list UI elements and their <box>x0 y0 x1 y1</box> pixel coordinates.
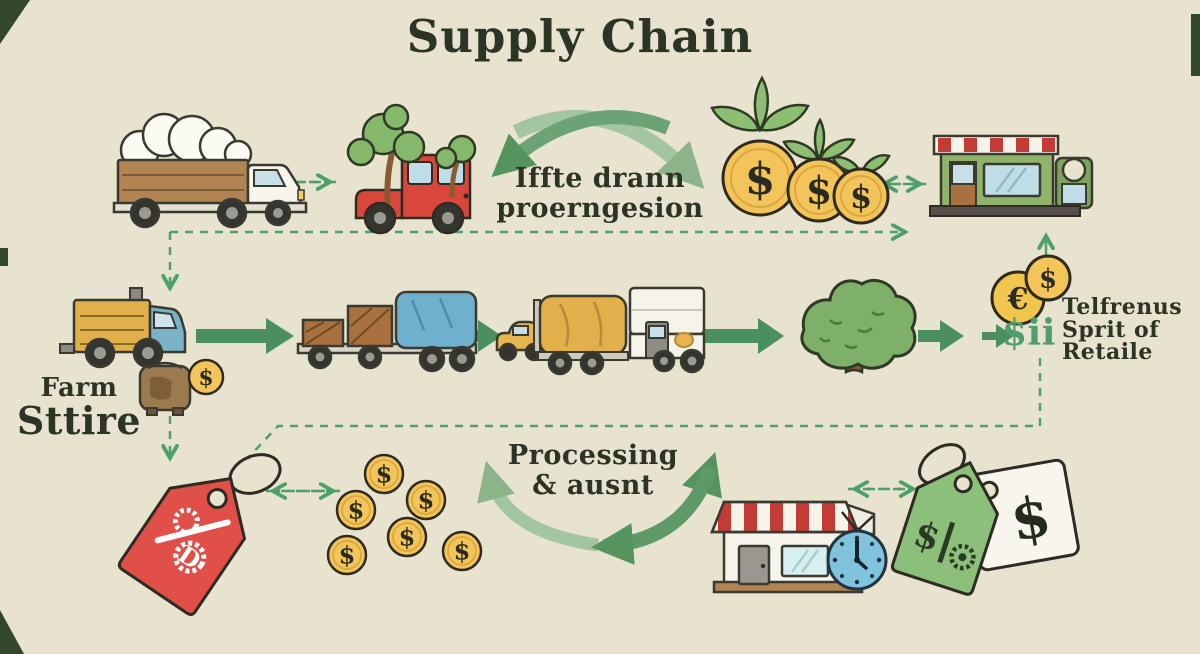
money-plant-coins: $ $ $ <box>710 75 891 225</box>
white-price-tag: $ <box>964 458 1080 572</box>
bottom-cycle-label: Processing & ausnt <box>478 441 708 501</box>
cycle-arrow-up-left <box>477 460 599 552</box>
tag-hole <box>206 487 228 509</box>
cab-window <box>253 169 287 187</box>
bottom-cycle-arrows <box>477 452 722 565</box>
dollar-coin <box>1024 254 1072 302</box>
top-cycle-line2: proerngesion <box>496 193 704 224</box>
svg-text:$: $ <box>339 541 356 570</box>
bottom-cycle-line2: & ausnt <box>532 470 654 501</box>
shop-clock-illustration <box>710 500 888 594</box>
flow-arrow-1 <box>196 318 294 354</box>
cabin-window <box>407 161 433 185</box>
page-title: Supply Chain <box>406 10 754 63</box>
svg-text:$: $ <box>348 496 365 525</box>
gear-icon <box>173 540 207 574</box>
cotton-truck-illustration <box>112 112 308 229</box>
top-cycle-line1: Iffte drann <box>514 163 686 194</box>
crate-truck-illustration <box>296 290 478 373</box>
retail-store-illustration <box>929 134 1094 217</box>
svg-text:$: $ <box>376 460 393 489</box>
store-base <box>929 205 1081 217</box>
dollar-sign: $ <box>1039 264 1057 294</box>
scattered-coins: $ $ $ $ $ $ <box>326 453 483 576</box>
tree-crown <box>800 279 917 370</box>
retail-label: Telfrenus Sprit of Retaile <box>1062 296 1200 364</box>
dollar-sign: $ <box>198 365 213 391</box>
dollar-sign: $ <box>850 178 872 216</box>
retail-line1: Telfrenus <box>1062 294 1183 320</box>
shop-window <box>780 544 830 578</box>
svg-text:$: $ <box>418 486 435 515</box>
euro-sign: € <box>1007 282 1029 317</box>
svg-text:$: $ <box>454 537 471 566</box>
grain-sack-illustration: $ <box>138 358 225 416</box>
shop-awning <box>710 500 860 534</box>
tree-truck-illustration <box>346 103 477 235</box>
top-cycle-label: Iffte drann proerngesion <box>468 164 732 224</box>
retail-line3: Retaile <box>1062 339 1153 365</box>
dollar-sign: $ <box>745 154 776 205</box>
cab-window <box>153 310 178 329</box>
red-price-tag: D <box>117 453 282 616</box>
shop-door <box>737 544 771 586</box>
farm-line1: Farm <box>40 373 118 403</box>
flow-arrow-4 <box>918 320 964 352</box>
process-flow-arrows <box>196 318 1014 354</box>
convoy-illustration <box>495 286 706 376</box>
blue-tarp <box>394 290 478 350</box>
price-tags-illustration: $ $ <box>890 443 1080 596</box>
farm-label: Farm Sttire <box>14 374 144 440</box>
flow-arrow-2 <box>462 320 502 352</box>
green-price-tag: $ <box>890 460 1000 596</box>
wheel <box>498 342 518 362</box>
cycle-arrow-counterclockwise <box>491 110 671 178</box>
flow-arrow-3 <box>702 318 784 354</box>
gear-icon <box>949 543 976 571</box>
farm-line2: Sttire <box>16 398 142 443</box>
svg-text:$: $ <box>399 523 416 552</box>
top-cycle-arrows <box>491 109 705 190</box>
dollar-coin <box>187 358 225 396</box>
farm-truck-illustration <box>59 287 187 369</box>
cycle-arrow-down-left <box>591 465 717 565</box>
currency-coins: € $ <box>990 254 1072 326</box>
green-fee-label: $ii <box>1002 312 1056 354</box>
dashed-path-retail-to-tag <box>246 358 1042 460</box>
tag-shape <box>117 476 247 616</box>
bottom-cycle-line1: Processing <box>507 440 679 471</box>
flow-arrow-5 <box>982 324 1014 348</box>
retail-line2: Sprit of <box>1062 316 1160 343</box>
dollar-sign: $ <box>806 168 832 213</box>
tree-illustration <box>800 279 917 374</box>
yellow-tarp <box>538 294 628 356</box>
